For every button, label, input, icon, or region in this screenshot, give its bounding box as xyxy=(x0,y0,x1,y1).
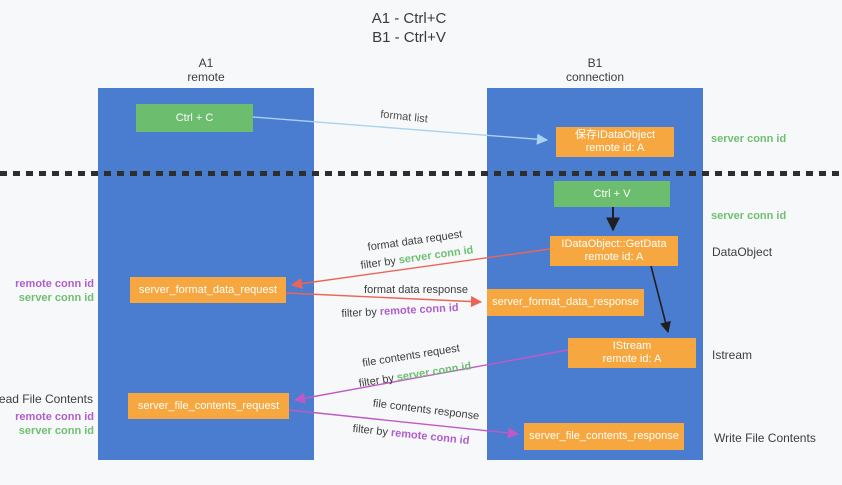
session-divider-dashed-line xyxy=(0,171,842,176)
lane-b1-name: connection xyxy=(565,70,625,84)
node-file-request-label: server_file_contents_request xyxy=(137,399,280,412)
right-label-istream: Istream xyxy=(712,348,753,362)
node-istream-title: IStream xyxy=(612,340,652,352)
left-label-server-conn-id-bottom: server conn id xyxy=(18,425,94,437)
node-save-idataobject-title: 保存IDataObject xyxy=(574,129,656,141)
right-label-server-conn-id-mid: server conn id xyxy=(711,210,787,222)
lane-a1-id: A1 xyxy=(198,56,214,70)
node-file-response-label: server_file_contents_response xyxy=(529,430,679,442)
left-label-server-conn-id-top: server conn id xyxy=(18,292,94,304)
node-getdata-title: IDataObject::GetData xyxy=(561,238,667,250)
filter-by-text: filter by xyxy=(352,422,389,439)
node-istream-remote-id: remote id: A xyxy=(602,353,662,365)
node-istream: IStream remote id: A xyxy=(568,338,696,368)
filter-by-text: filter by xyxy=(357,372,395,390)
node-save-idataobject: 保存IDataObject remote id: A xyxy=(556,127,674,157)
node-server-file-contents-response: server_file_contents_response xyxy=(524,423,684,450)
node-ctrl-c-label: Ctrl + C xyxy=(175,111,214,124)
node-save-idataobject-remote-id: remote id: A xyxy=(585,142,645,154)
right-label-dataobject: DataObject xyxy=(712,245,773,259)
lane-a1-name: remote xyxy=(187,70,225,84)
node-idataobject-getdata: IDataObject::GetData remote id: A xyxy=(550,236,678,266)
filter-by-text: filter by xyxy=(359,255,397,272)
node-server-format-data-request: server_format_data_request xyxy=(130,277,286,303)
right-label-write-file-contents: Write File Contents xyxy=(714,431,816,445)
label-format-data-response: format data response xyxy=(364,284,468,296)
node-format-response-label: server_format_data_response xyxy=(492,296,639,308)
node-ctrl-v-label: Ctrl + V xyxy=(593,187,631,200)
right-label-server-conn-id-top: server conn id xyxy=(711,133,787,145)
lane-b1-id: B1 xyxy=(587,56,603,70)
node-format-request-label: server_format_data_request xyxy=(138,283,278,296)
title-line-ctrl-v: B1 - Ctrl+V xyxy=(372,29,446,46)
node-server-file-contents-request: server_file_contents_request xyxy=(128,393,289,419)
server-conn-id-text: server conn id xyxy=(395,360,473,384)
left-label-remote-conn-id-top: remote conn id xyxy=(15,278,94,290)
title-line-ctrl-c: A1 - Ctrl+C xyxy=(371,10,447,27)
node-ctrl-c: Ctrl + C xyxy=(136,104,253,132)
remote-conn-id-text: remote conn id xyxy=(379,301,459,319)
diagram-title: A1 - Ctrl+C B1 - Ctrl+V xyxy=(309,9,509,47)
lane-header-b1: B1 connection xyxy=(487,56,703,84)
left-label-remote-conn-id-bottom: remote conn id xyxy=(15,411,94,423)
left-label-read-file-contents: Read File Contents xyxy=(0,392,93,406)
node-getdata-remote-id: remote id: A xyxy=(584,251,644,263)
label-file-contents-response: file contents response xyxy=(372,397,480,423)
node-ctrl-v: Ctrl + V xyxy=(554,181,670,207)
node-server-format-data-response: server_format_data_response xyxy=(487,289,644,316)
label-format-list: format list xyxy=(379,108,429,126)
filter-by-text: filter by xyxy=(341,306,378,321)
lane-header-a1: A1 remote xyxy=(98,56,314,84)
remote-conn-id-text: remote conn id xyxy=(390,426,470,448)
